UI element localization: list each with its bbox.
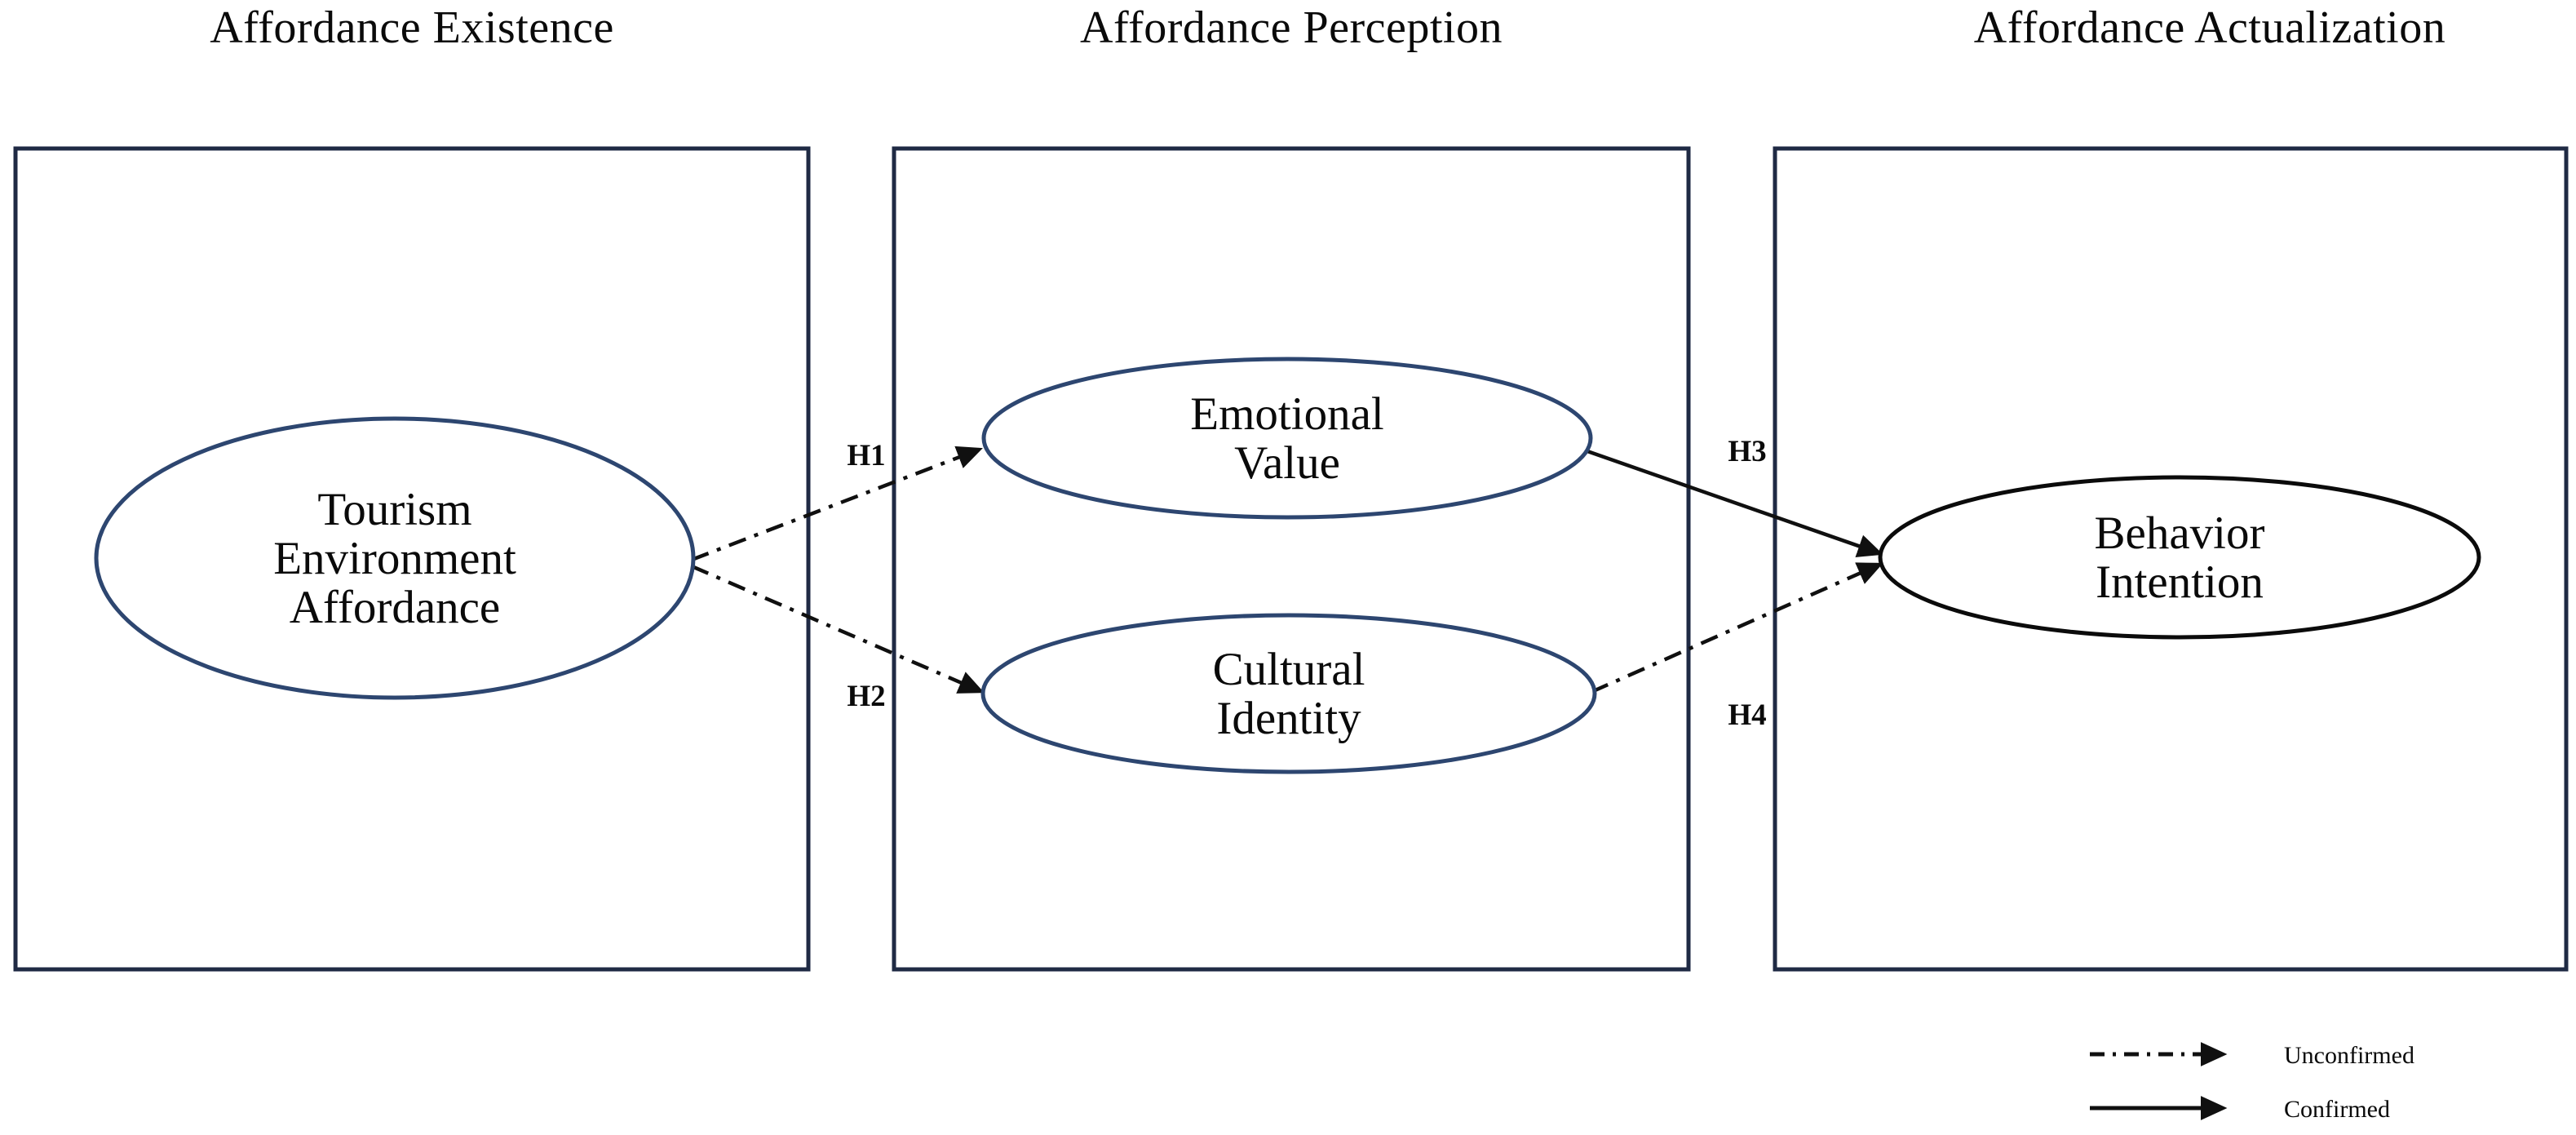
ellipse-emotional-value <box>981 357 1593 520</box>
hypothesis-label-h2: H2 <box>847 680 885 713</box>
stage-heading-existence: Affordance Existence <box>210 2 614 53</box>
legend-label-unconfirmed: Unconfirmed <box>2284 1042 2414 1069</box>
stage-heading-actualization: Affordance Actualization <box>1974 2 2446 53</box>
relationship-paths <box>691 446 1883 694</box>
legend-label-confirmed: Confirmed <box>2284 1096 2390 1123</box>
ellipse-cultural-identity <box>980 613 1597 774</box>
legend-item-confirmed: Confirmed <box>2090 1096 2390 1123</box>
path-h1 <box>691 446 983 562</box>
path-h4 <box>1591 562 1883 694</box>
path-h3 <box>1587 449 1883 557</box>
stage-heading-perception: Affordance Perception <box>1080 2 1503 53</box>
ellipse-behavior-intention <box>1878 475 2481 640</box>
path-h2 <box>691 564 985 694</box>
legend: Unconfirmed Confirmed <box>2090 1042 2414 1123</box>
hypothesis-label-h1: H1 <box>847 439 885 472</box>
ellipse-tourism-environment-affordance <box>94 416 696 700</box>
hypothesis-labels: H1 H2 H3 H4 <box>847 435 1766 732</box>
stage-box-perception <box>892 146 1691 972</box>
stage-headings: Affordance Existence Affordance Percepti… <box>210 2 2445 53</box>
hypothesis-label-h3: H3 <box>1728 435 1766 468</box>
hypothesis-label-h4: H4 <box>1728 698 1766 732</box>
legend-item-unconfirmed: Unconfirmed <box>2090 1042 2414 1069</box>
